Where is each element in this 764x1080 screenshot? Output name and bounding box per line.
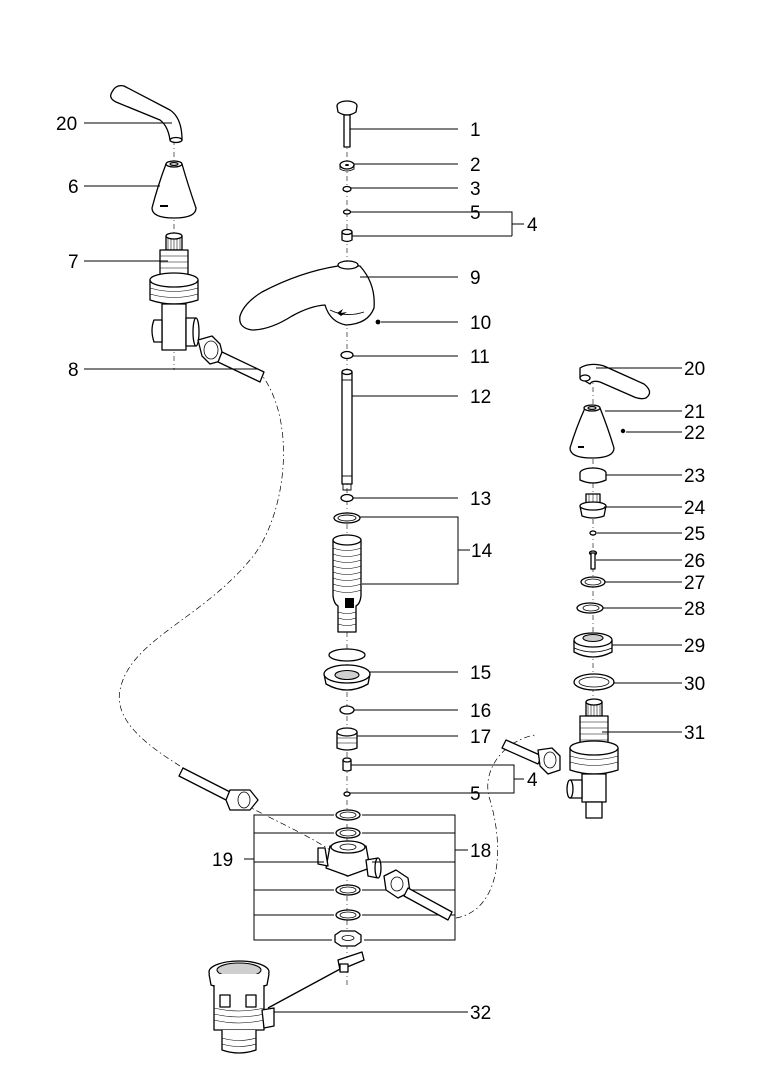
part-28-clip [576,602,604,614]
label-28: 28 [684,599,705,620]
part-16-washer [339,705,355,715]
label-1: 1 [470,120,481,141]
part-9-spout [239,260,375,331]
part-6-cap-left [151,160,197,219]
part-17-nut [336,727,358,751]
part-10-set-screw [375,319,381,325]
label-27: 27 [684,573,705,594]
part-22-set-screw-right [620,428,626,434]
label-9: 9 [470,268,481,289]
label-5-lower: 5 [470,784,481,805]
part-30-gasket [573,673,615,691]
label-4-upper: 4 [527,215,538,236]
part-23-ring [579,467,607,484]
label-31: 31 [684,723,705,744]
part-26-pin [588,550,598,570]
part-8-hose-left [197,335,265,383]
part-number-labels: 1 2 3 5 4 9 10 11 12 13 14 15 16 17 4 5 … [56,114,706,1024]
label-4-lower: 4 [527,770,538,791]
label-22: 22 [684,423,705,444]
part-15-base-flange [323,648,371,691]
hose-connection-right [501,739,561,775]
label-10: 10 [470,313,491,334]
label-19: 19 [212,850,233,871]
label-11: 11 [470,347,490,368]
label-14: 14 [471,541,493,562]
label-3: 3 [470,179,481,200]
part-2-nut [339,160,355,172]
part-24-spindle-head [579,493,607,519]
label-20-left: 20 [56,114,77,135]
label-32: 32 [470,1003,491,1024]
label-21: 21 [684,402,705,423]
part-29-bonnet [573,632,613,658]
part-4-fitting-lower [342,757,352,772]
label-26: 26 [684,551,705,572]
label-29: 29 [684,636,705,657]
part-21-cap-right [569,404,615,459]
label-8: 8 [68,360,79,381]
part-5-washer-lower [343,791,351,797]
part-3-washer [342,185,352,193]
part-20-lever-left [110,84,183,144]
hose-connection-lower-right [383,869,453,921]
label-17: 17 [470,727,491,748]
part-18-washers-and-tee [317,809,382,947]
part-12-shaft [341,368,353,491]
part-31-valve-body-right [566,698,619,819]
label-5-upper: 5 [470,203,481,224]
part-4-bushing-upper [341,228,353,243]
label-30: 30 [684,674,705,695]
part-25-washer [589,530,597,536]
part-11-o-ring [340,350,354,360]
part-5-washer-upper [342,209,352,215]
leader-lines [84,122,682,1013]
label-20-right: 20 [684,359,705,380]
part-7-valve-body-left [149,232,200,351]
hose-connection-lower-left [178,767,259,811]
hose-route-lines [118,369,536,919]
label-6: 6 [68,177,79,198]
part-13-o-ring [340,493,354,503]
label-16: 16 [470,701,491,722]
label-18: 18 [470,841,491,862]
part-20-lever-right [579,363,651,400]
part-32-drain-assembly [208,951,365,1054]
part-1-lift-rod [336,100,358,148]
label-7: 7 [68,252,79,273]
part-27-o-ring [580,576,606,588]
label-24: 24 [684,498,706,519]
label-12: 12 [470,387,491,408]
center-axis-lines [173,140,594,985]
label-15: 15 [470,663,491,684]
part-14-threaded-body [332,512,362,633]
label-23: 23 [684,466,705,487]
label-13: 13 [470,489,491,510]
label-2: 2 [470,155,481,176]
label-25: 25 [684,524,705,545]
